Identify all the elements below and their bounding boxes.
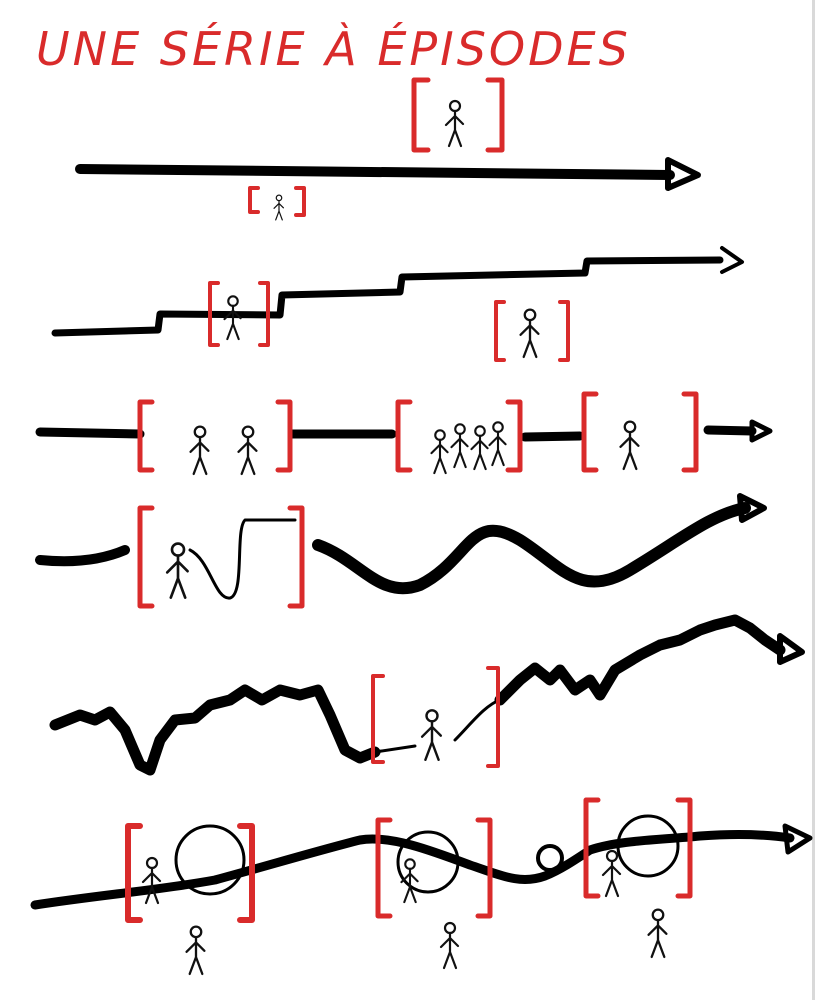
person-figure <box>519 308 540 359</box>
person-figure <box>619 420 640 471</box>
timeline-wave <box>312 502 751 595</box>
loop-circle-small <box>536 844 564 872</box>
arrow-head <box>720 246 744 274</box>
timeline-segment <box>520 431 585 442</box>
timeline-thin <box>373 744 417 754</box>
scroll-edge <box>812 0 815 1000</box>
bracket-frame <box>137 505 305 609</box>
person-figure <box>165 542 189 599</box>
row-segmented-line <box>35 391 773 476</box>
bracket-frame <box>125 823 255 923</box>
loop-circle <box>616 814 680 878</box>
timeline-segment <box>35 427 145 439</box>
person-figure <box>237 425 258 476</box>
person-figure <box>488 421 507 467</box>
person-figure <box>430 429 449 475</box>
slide-path <box>188 518 297 600</box>
arrow-head <box>737 493 767 523</box>
person-figure <box>420 709 443 762</box>
bracket-frame <box>581 391 699 473</box>
bracket-frame <box>371 666 500 768</box>
timeline-segment <box>35 545 130 567</box>
person-figure <box>444 99 465 148</box>
person-figure <box>141 856 162 905</box>
row-jagged-mountains <box>49 614 805 776</box>
person-figure <box>439 921 460 970</box>
timeline-line <box>51 256 724 337</box>
arrow-head <box>665 157 701 191</box>
person-figure <box>273 194 285 221</box>
page-title: UNE SÉRIE À ÉPISODES <box>36 22 631 76</box>
timeline-jagged <box>49 684 381 776</box>
person-figure <box>450 423 469 469</box>
person-figure <box>647 908 668 959</box>
person-figure <box>470 425 489 471</box>
bracket-frame <box>375 817 493 919</box>
arrow-head <box>777 633 805 665</box>
loop-circle <box>174 824 246 896</box>
person-figure <box>189 425 210 476</box>
row-straight-arrow <box>75 77 701 221</box>
bracket-frame <box>137 399 293 473</box>
bracket-frame <box>395 399 523 473</box>
timeline-thin <box>453 698 502 742</box>
bracket-frame <box>411 77 505 153</box>
person-figure <box>400 858 419 904</box>
loop-circle <box>396 830 460 894</box>
timeline-line <box>75 164 675 180</box>
person-figure <box>601 849 622 898</box>
row-smooth-wave <box>35 493 767 609</box>
arrow-head <box>782 823 813 855</box>
person-figure <box>185 925 206 976</box>
row-loops <box>30 797 813 976</box>
small-bracket-frame <box>248 186 306 217</box>
bracket-frame <box>208 281 270 347</box>
timeline-jagged <box>494 614 786 706</box>
timeline-segment <box>703 425 757 436</box>
row-staircase <box>51 246 744 362</box>
arrow-head <box>749 419 773 443</box>
bracket-frame <box>583 797 693 899</box>
bracket-frame <box>494 300 570 362</box>
